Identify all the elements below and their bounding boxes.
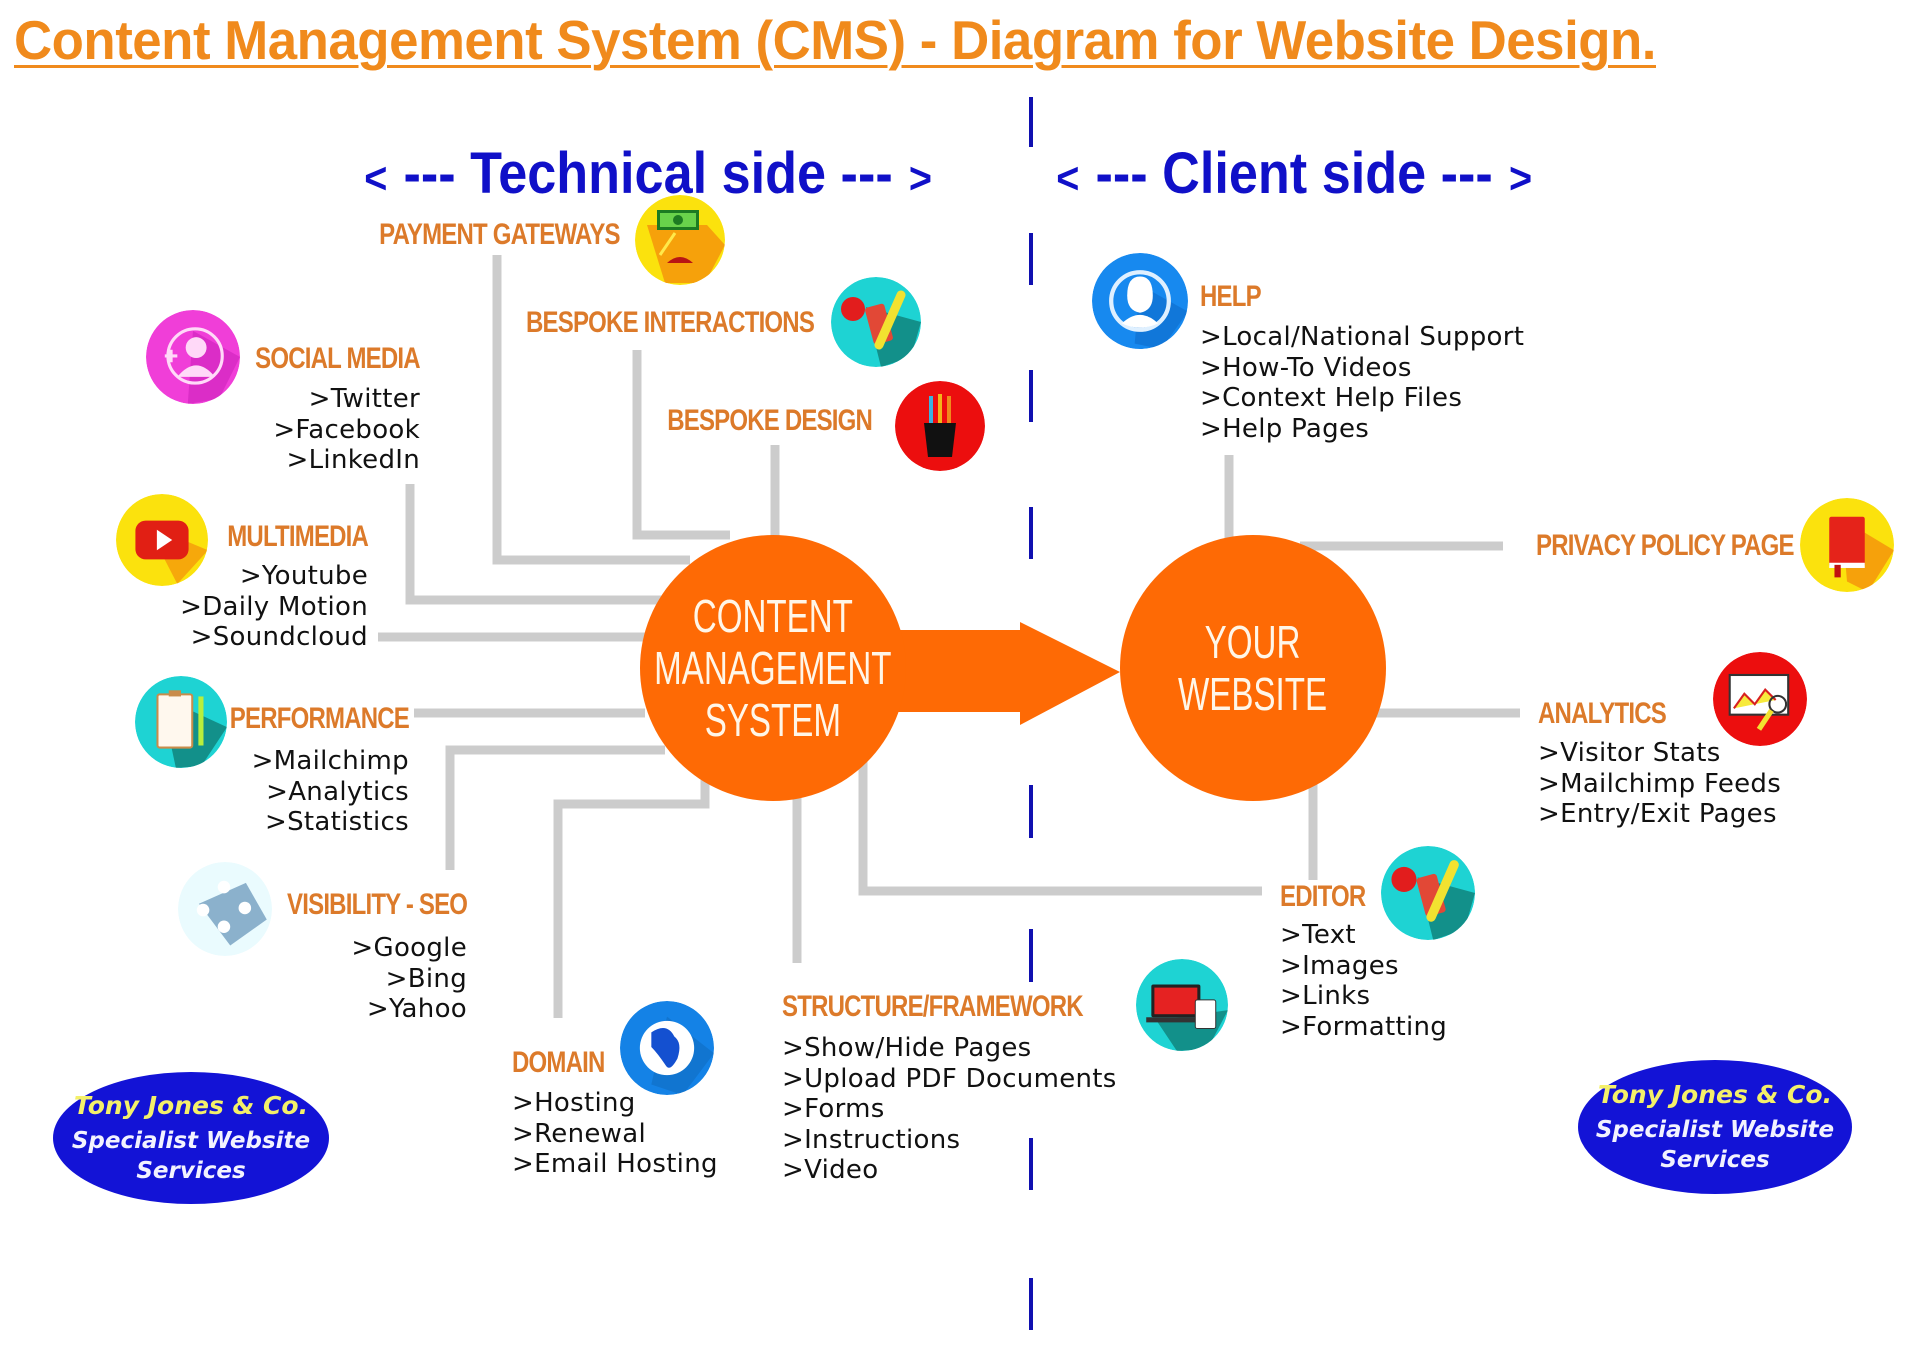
- list-item: >Forms: [782, 1094, 885, 1124]
- multimedia-items: >Youtube >Daily Motion >Soundcloud: [180, 561, 368, 653]
- connector-editor: [858, 760, 1262, 896]
- list-item: >Mailchimp Feeds: [1538, 768, 1782, 799]
- list-item: >LinkedIn: [286, 445, 420, 475]
- list-item: >Local/National Support: [1200, 322, 1525, 352]
- connector-payment: [492, 255, 690, 565]
- list-item: >Visitor Stats: [1538, 738, 1721, 768]
- company-tagline-2: Services: [1660, 1146, 1770, 1173]
- network-users-icon: [178, 862, 272, 956]
- list-item: >Help Pages: [1200, 413, 1370, 444]
- cms-node: CONTENT MANAGEMENT SYSTEM: [640, 535, 906, 801]
- website-node-line: WEBSITE: [1178, 668, 1328, 720]
- list-item: >Links: [1280, 981, 1371, 1011]
- website-node: YOUR WEBSITE: [1120, 535, 1386, 801]
- company-badge-left: Tony Jones & Co. Specialist Website Serv…: [53, 1072, 329, 1204]
- list-item: >Google: [351, 933, 467, 963]
- cms-node-line: MANAGEMENT: [654, 642, 892, 694]
- editor-items: >Text >Images >Links >Formatting: [1280, 920, 1447, 1042]
- youtube-play-icon: [116, 494, 208, 586]
- list-item: >Instructions: [782, 1124, 961, 1155]
- clipboard-icon: [135, 676, 227, 768]
- domain-items: >Hosting >Renewal >Email Hosting: [512, 1088, 718, 1180]
- cms-node-line: SYSTEM: [704, 694, 842, 746]
- phone-pencil-icon: [831, 277, 921, 367]
- category-domain: DOMAIN: [512, 1046, 605, 1079]
- list-item: >Email Hosting: [512, 1149, 718, 1179]
- list-item: >Analytics: [266, 776, 409, 807]
- support-person-icon: [1092, 253, 1188, 349]
- flow-arrow: [895, 622, 1120, 725]
- monitor-chart-icon: [1713, 652, 1807, 746]
- list-item: >Facebook: [273, 414, 420, 445]
- website-node-line: YOUR: [1205, 616, 1301, 668]
- connector-domain: [553, 770, 710, 1018]
- connector-bespoke-interactions: [632, 350, 730, 540]
- cms-node-line: CONTENT: [692, 590, 854, 642]
- left-chevron: <: [1056, 154, 1080, 203]
- list-item: >Formatting: [1280, 1011, 1448, 1042]
- social-media-items: >Twitter >Facebook >LinkedIn: [273, 384, 420, 476]
- seo-items: >Google >Bing >Yahoo: [351, 933, 467, 1025]
- category-performance: PERFORMANCE: [229, 702, 410, 735]
- company-tagline: Specialist Website: [71, 1127, 311, 1154]
- add-user-icon: [146, 310, 240, 404]
- category-visibility-seo: VISIBILITY - SEO: [286, 888, 468, 921]
- pencil-cup-icon: [895, 381, 985, 471]
- globe-icon: [620, 1001, 714, 1095]
- category-editor: EDITOR: [1280, 880, 1366, 913]
- performance-items: >Mailchimp >Analytics >Statistics: [252, 746, 409, 838]
- category-multimedia: MULTIMEDIA: [227, 520, 369, 553]
- list-item: >Daily Motion: [180, 591, 368, 622]
- category-social-media: SOCIAL MEDIA: [255, 342, 420, 375]
- category-bespoke-design: BESPOKE DESIGN: [667, 404, 873, 437]
- client-side-label: --- Client side ---: [1095, 141, 1493, 206]
- list-item: >Bing: [385, 963, 467, 994]
- category-payment-gateways: PAYMENT GATEWAYS: [379, 218, 620, 251]
- category-analytics: ANALYTICS: [1538, 697, 1667, 730]
- category-structure-framework: STRUCTURE/FRAMEWORK: [782, 990, 1084, 1023]
- phone-pencil-icon: [1381, 846, 1475, 940]
- company-tagline: Specialist Website: [1595, 1116, 1835, 1143]
- list-item: >Show/Hide Pages: [782, 1033, 1032, 1063]
- list-item: >Hosting: [512, 1088, 636, 1118]
- company-tagline-2: Services: [136, 1157, 246, 1184]
- list-item: >Twitter: [308, 384, 420, 414]
- list-item: >How-To Videos: [1200, 352, 1412, 383]
- company-name: Tony Jones & Co.: [1597, 1079, 1833, 1109]
- list-item: >Text: [1280, 920, 1356, 950]
- connector-social: [405, 484, 670, 605]
- list-item: >Entry/Exit Pages: [1538, 799, 1777, 829]
- client-side-header: < --- Client side --- >: [1040, 140, 1548, 207]
- left-chevron: <: [364, 154, 388, 203]
- list-item: >Renewal: [512, 1118, 646, 1149]
- laptop-tablet-icon: [1136, 959, 1228, 1051]
- page-title: Content Management System (CMS) - Diagra…: [14, 9, 1656, 71]
- list-item: >Soundcloud: [190, 622, 368, 652]
- right-chevron: >: [908, 154, 933, 203]
- list-item: >Statistics: [265, 807, 409, 837]
- book-icon: [1800, 498, 1894, 592]
- category-help: HELP: [1200, 280, 1262, 313]
- list-item: >Context Help Files: [1200, 383, 1463, 413]
- company-name: Tony Jones & Co.: [73, 1090, 309, 1120]
- list-item: >Youtube: [239, 561, 368, 591]
- category-privacy-policy-page: PRIVACY POLICY PAGE: [1536, 529, 1795, 562]
- list-item: >Images: [1280, 950, 1399, 981]
- technical-side-header: < --- Technical side --- >: [348, 140, 948, 207]
- structure-items: >Show/Hide Pages >Upload PDF Documents >…: [782, 1033, 1117, 1186]
- category-bespoke-interactions: BESPOKE INTERACTIONS: [525, 306, 815, 339]
- list-item: >Mailchimp: [251, 746, 409, 776]
- list-item: >Upload PDF Documents: [782, 1063, 1117, 1094]
- connector-seo: [445, 745, 665, 870]
- list-item: >Video: [782, 1155, 879, 1185]
- company-badge-right: Tony Jones & Co. Specialist Website Serv…: [1578, 1060, 1852, 1194]
- right-chevron: >: [1508, 154, 1533, 203]
- list-item: >Yahoo: [366, 994, 467, 1024]
- help-items: >Local/National Support >How-To Videos >…: [1200, 322, 1524, 444]
- money-transfer-icon: [635, 195, 725, 285]
- analytics-items: >Visitor Stats >Mailchimp Feeds >Entry/E…: [1538, 738, 1781, 830]
- technical-side-label: --- Technical side ---: [403, 141, 893, 206]
